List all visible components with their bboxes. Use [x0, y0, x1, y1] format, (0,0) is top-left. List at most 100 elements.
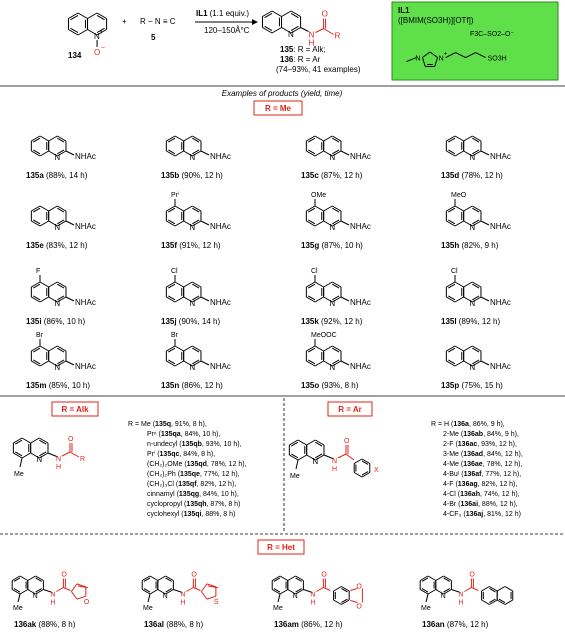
pyridine-ring: [287, 575, 304, 595]
bond-line: [192, 207, 200, 213]
compound-id: 136ad: [463, 451, 483, 458]
substituent-label: Cl: [311, 268, 318, 275]
bond-line: [480, 150, 490, 156]
nitrogen-label: N: [163, 593, 168, 600]
bond-line: [447, 283, 456, 289]
bond-line: [35, 575, 44, 581]
bond-line: [425, 593, 429, 603]
bond-line: [200, 583, 208, 592]
bond-line: [345, 453, 355, 461]
r-substituent: (CH₂)₃Cl (: [147, 481, 179, 488]
bond-line: [421, 577, 429, 582]
x-substituent-label: X: [374, 467, 379, 474]
nhac-label: NHAc: [210, 152, 231, 161]
r-group-label: R: [80, 456, 85, 463]
bond-line: [193, 587, 201, 591]
product-detail: (87%, 12 h): [445, 620, 489, 629]
amide-h-label: H: [180, 600, 185, 607]
compound-id: 136aj: [466, 511, 484, 518]
bond-line: [17, 593, 21, 603]
bond-line: [307, 149, 316, 155]
bond-line: [472, 150, 482, 157]
bond-line: [295, 588, 302, 593]
bond-line: [307, 283, 316, 289]
product-id: 135p: [441, 381, 459, 390]
bond-line: [13, 577, 21, 582]
bond-line: [174, 220, 184, 227]
bond-line: [31, 135, 41, 142]
pyridine-ring: [463, 281, 482, 303]
bond-line: [14, 451, 23, 457]
product-id: 135g: [301, 241, 319, 250]
bond-line: [472, 296, 482, 303]
charge-label: +: [100, 30, 104, 36]
bond-line: [57, 296, 67, 303]
bond-line: [165, 577, 172, 582]
product-detail: (90%, 14 h): [177, 317, 221, 326]
product-id: 135a: [26, 171, 44, 180]
bond-line: [174, 150, 184, 157]
product-id: 136ak: [14, 620, 37, 629]
nitrogen-label: N: [189, 153, 195, 162]
bond-line: [350, 600, 358, 603]
bond-line: [147, 593, 151, 603]
amide-n-label: N: [180, 592, 185, 599]
section-label-me: R = Me: [265, 104, 292, 113]
bond-line: [68, 12, 79, 19]
bond-line: [472, 219, 480, 225]
bond-line: [454, 281, 464, 288]
ar-substituent-list: R = H (136a, 86%, 9 h),2-Me (136ab, 84%,…: [431, 421, 523, 518]
quinoline-n-oxide-structure: N+O−: [67, 12, 108, 57]
bond-line: [315, 454, 325, 461]
section-label-het: R = Het: [267, 543, 295, 552]
compound-id: 135q: [155, 421, 171, 428]
bond-line: [48, 281, 58, 288]
plus-sign: +: [122, 17, 127, 26]
bond-line: [19, 589, 29, 595]
bond-line: [307, 347, 316, 353]
bond-line: [166, 220, 176, 227]
amide-n-label: N: [458, 592, 463, 599]
product-caption: 135j (90%, 14 h): [161, 317, 220, 326]
section-badge-me: [253, 100, 303, 116]
compound-id: 135qd: [187, 461, 207, 468]
product-caption: 135p (75%, 15 h): [441, 381, 503, 390]
r-substituent: (CH₂)₂OMe (: [147, 461, 187, 468]
bond-line: [341, 586, 350, 592]
bond-line: [472, 207, 480, 213]
bond-line: [332, 149, 340, 155]
product-detail: (86%, 10 h): [42, 317, 86, 326]
bond-line: [11, 575, 21, 581]
r-substituent: 4-Buᵗ (: [443, 471, 464, 478]
bond-line: [27, 589, 36, 595]
bond-line: [307, 219, 316, 225]
bond-line: [340, 360, 350, 366]
bond-line: [70, 14, 79, 21]
isocyanide-formula: R − N ≡ C: [140, 17, 176, 26]
bond-line: [489, 588, 496, 593]
yield-detail: , 78%, 12 h),: [207, 461, 247, 468]
yield-detail: , 88%, 12 h),: [478, 501, 518, 508]
product-caption: 135n (86%, 12 h): [161, 381, 223, 390]
product-id: 135c: [301, 171, 319, 180]
bond-line: [314, 281, 324, 288]
benzo-ring: [30, 345, 50, 367]
bond-line: [315, 453, 323, 459]
bond-line: [341, 588, 348, 593]
alk-list-item: cinnamyl (135qg, 84%, 10 h),: [147, 491, 239, 498]
product-detail: (92%, 12 h): [319, 317, 363, 326]
nhac-label: NHAc: [75, 298, 96, 307]
bond-line: [271, 27, 282, 34]
product-detail: (88%, 14 h): [44, 171, 88, 180]
bond-line: [314, 220, 324, 227]
ionic-liquid-box: [391, 1, 559, 81]
compound-id: 135qb: [182, 441, 202, 448]
bond-line: [32, 137, 41, 143]
bond-line: [157, 575, 166, 581]
benzo-ring: [445, 135, 465, 157]
bond-line: [68, 29, 79, 36]
